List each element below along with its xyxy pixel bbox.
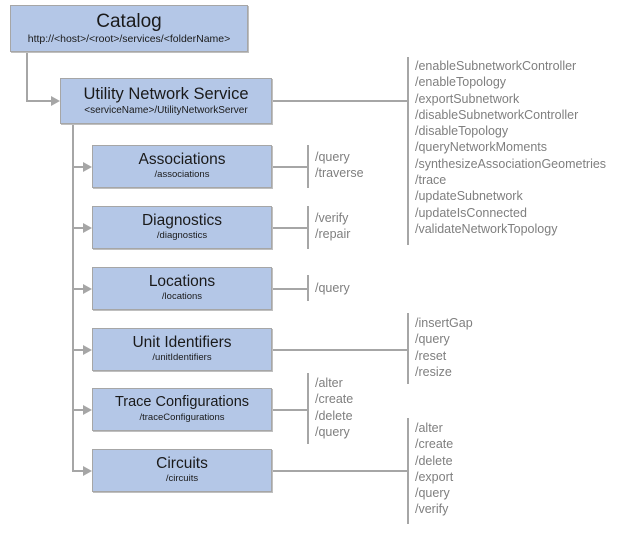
- connector-branch-locations: [72, 288, 84, 290]
- node-catalog-subtitle: http://<host>/<root>/services/<folderNam…: [27, 33, 231, 46]
- node-catalog-title: Catalog: [96, 10, 162, 32]
- operation-item: /verify: [315, 211, 349, 225]
- node-circuits-title: Circuits: [156, 454, 208, 472]
- operation-item: /queryNetworkMoments: [415, 140, 547, 155]
- operation-item: /query: [415, 486, 450, 501]
- operation-item: /validateNetworkTopology: [415, 221, 558, 236]
- operation-item: /resize: [415, 364, 452, 379]
- node-unit-identifiers[interactable]: Unit Identifiers /unitIdentifiers: [92, 328, 272, 371]
- node-circuits[interactable]: Circuits /circuits: [92, 449, 272, 492]
- connector-branch-trace-configurations: [72, 409, 84, 411]
- node-trace-configurations-title: Trace Configurations: [114, 394, 250, 411]
- arrowhead-circuits: [83, 466, 92, 476]
- operation-item: /delete: [415, 453, 453, 468]
- bracket-unit-identifiers-ops: [407, 313, 409, 384]
- node-associations-title: Associations: [138, 150, 226, 168]
- operation-item: /verify: [415, 502, 449, 517]
- operations-list-diagnostics: /verify/repair: [315, 210, 350, 243]
- arrowhead-unit-identifiers: [83, 345, 92, 355]
- operation-item: /query: [315, 150, 350, 164]
- operation-item: /exportSubnetwork: [415, 91, 520, 106]
- node-utility-network-service-subtitle: <serviceName>/UtilityNetworkServer: [84, 104, 248, 116]
- operations-list-utility-network-service: /enableSubnetworkController/enableTopolo…: [415, 58, 606, 237]
- arrowhead-uns: [51, 96, 60, 106]
- connector-branch-diagnostics: [72, 227, 84, 229]
- operation-item: /alter: [415, 421, 443, 435]
- bracket-circuits-ops: [407, 418, 409, 524]
- node-associations-subtitle: /associations: [154, 169, 210, 181]
- operation-item: /trace: [415, 173, 447, 188]
- operation-item: /traverse: [315, 166, 364, 181]
- operation-item: /create: [315, 392, 354, 407]
- connector-branch-circuits: [72, 470, 84, 472]
- operation-item: /delete: [315, 408, 353, 423]
- node-diagnostics-subtitle: /diagnostics: [156, 230, 208, 242]
- connector-circuits-to-ops: [272, 470, 408, 472]
- connector-catalog-branch: [26, 100, 52, 102]
- arrowhead-associations: [83, 162, 92, 172]
- operation-item: /disableTopology: [415, 124, 509, 139]
- connector-uns-to-ops: [272, 100, 408, 102]
- operation-item: /updateSubnetwork: [415, 189, 523, 204]
- operation-item: /alter: [315, 376, 343, 390]
- operation-item: /synthesizeAssociationGeometries: [415, 156, 607, 171]
- connector-trace-configurations-to-ops: [272, 409, 308, 411]
- operation-item: /export: [415, 469, 454, 484]
- connector-catalog-trunk: [26, 52, 28, 101]
- operation-item: /updateIsConnected: [415, 205, 527, 220]
- connector-branch-associations: [72, 166, 84, 168]
- operations-list-unit-identifiers: /insertGap/query/reset/resize: [415, 315, 473, 380]
- operation-item: /disableSubnetworkController: [415, 107, 579, 122]
- node-circuits-subtitle: /circuits: [165, 473, 199, 485]
- connector-unit-identifiers-to-ops: [272, 349, 408, 351]
- bracket-uns-ops: [407, 57, 409, 245]
- connector-locations-to-ops: [272, 288, 308, 290]
- node-diagnostics[interactable]: Diagnostics /diagnostics: [92, 206, 272, 249]
- operations-list-trace-configurations: /alter/create/delete/query: [315, 375, 353, 440]
- node-locations[interactable]: Locations /locations: [92, 267, 272, 310]
- operation-item: /reset: [415, 348, 447, 363]
- operations-list-circuits: /alter/create/delete/export/query/verify: [415, 420, 453, 518]
- operations-list-associations: /query/traverse: [315, 149, 364, 182]
- node-utility-network-service-title: Utility Network Service: [83, 84, 249, 103]
- operation-item: /query: [315, 281, 350, 295]
- node-trace-configurations[interactable]: Trace Configurations /traceConfiguration…: [92, 388, 272, 431]
- connector-branch-unit-identifiers: [72, 349, 84, 351]
- node-locations-subtitle: /locations: [161, 291, 203, 303]
- connector-associations-to-ops: [272, 166, 308, 168]
- node-utility-network-service[interactable]: Utility Network Service <serviceName>/Ut…: [60, 78, 272, 124]
- node-locations-title: Locations: [148, 272, 216, 290]
- bracket-associations-ops: [307, 145, 309, 188]
- operation-item: /enableSubnetworkController: [415, 59, 577, 73]
- node-unit-identifiers-title: Unit Identifiers: [132, 333, 232, 351]
- operation-item: /insertGap: [415, 316, 473, 330]
- operations-list-locations: /query: [315, 280, 350, 296]
- bracket-locations-ops: [307, 275, 309, 301]
- operation-item: /create: [415, 437, 454, 452]
- operation-item: /enableTopology: [415, 75, 507, 90]
- node-catalog[interactable]: Catalog http://<host>/<root>/services/<f…: [10, 5, 248, 52]
- node-associations[interactable]: Associations /associations: [92, 145, 272, 188]
- node-trace-configurations-subtitle: /traceConfigurations: [139, 411, 225, 423]
- connector-diagnostics-to-ops: [272, 227, 308, 229]
- arrowhead-locations: [83, 284, 92, 294]
- node-diagnostics-title: Diagnostics: [141, 211, 223, 229]
- bracket-trace-configurations-ops: [307, 373, 309, 444]
- operation-item: /query: [315, 424, 350, 439]
- bracket-diagnostics-ops: [307, 206, 309, 249]
- operation-item: /repair: [315, 227, 351, 242]
- operation-item: /query: [415, 332, 450, 347]
- arrowhead-diagnostics: [83, 223, 92, 233]
- arrowhead-trace-configurations: [83, 405, 92, 415]
- connector-uns-trunk: [72, 124, 74, 472]
- node-unit-identifiers-subtitle: /unitIdentifiers: [152, 352, 212, 364]
